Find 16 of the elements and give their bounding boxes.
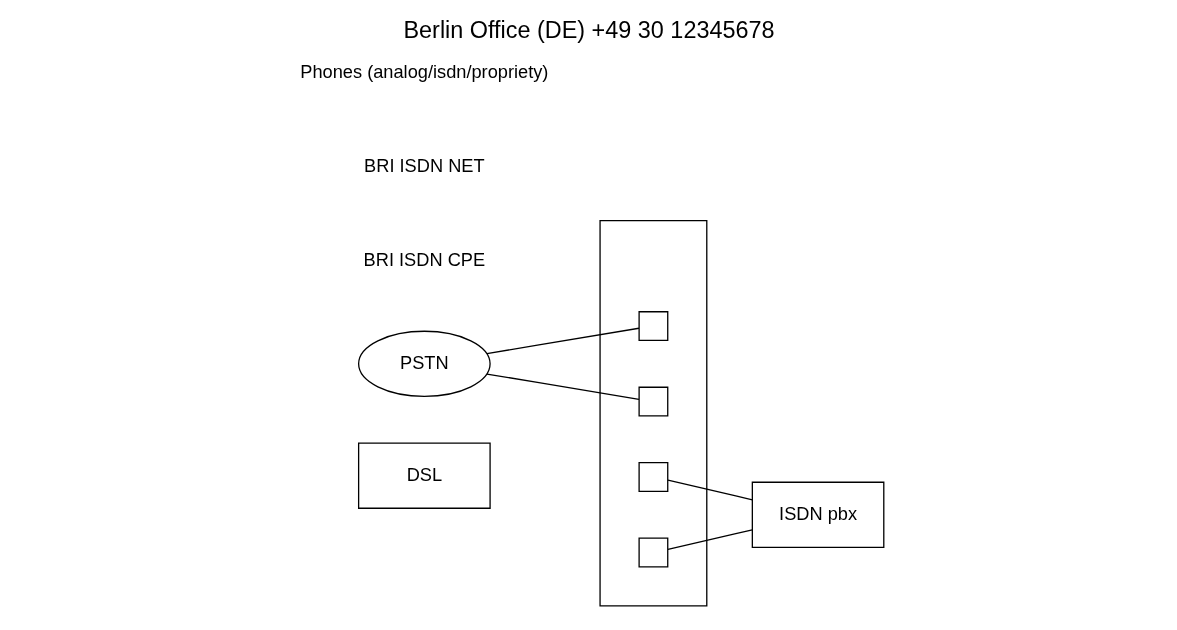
- label: Phones (analog/isdn/propriety): [299, 62, 548, 83]
- node-box: [637, 386, 668, 417]
- connector: [666, 479, 753, 501]
- node-box: [637, 311, 668, 342]
- diagram-title: Berlin Office (DE) +49 30 12345678: [402, 16, 775, 43]
- label: BRI ISDN NET: [363, 156, 485, 177]
- node-box: DSL: [357, 442, 491, 509]
- node-box: ISDN pbx: [751, 481, 884, 548]
- connector: [485, 373, 640, 400]
- node-box: [637, 537, 668, 568]
- connector: [485, 327, 640, 355]
- cluster: [598, 220, 707, 607]
- connector: [666, 529, 753, 551]
- label: BRI ISDN CPE: [363, 249, 485, 270]
- node-ellipse: PSTN: [357, 330, 491, 397]
- node-box: [637, 462, 668, 492]
